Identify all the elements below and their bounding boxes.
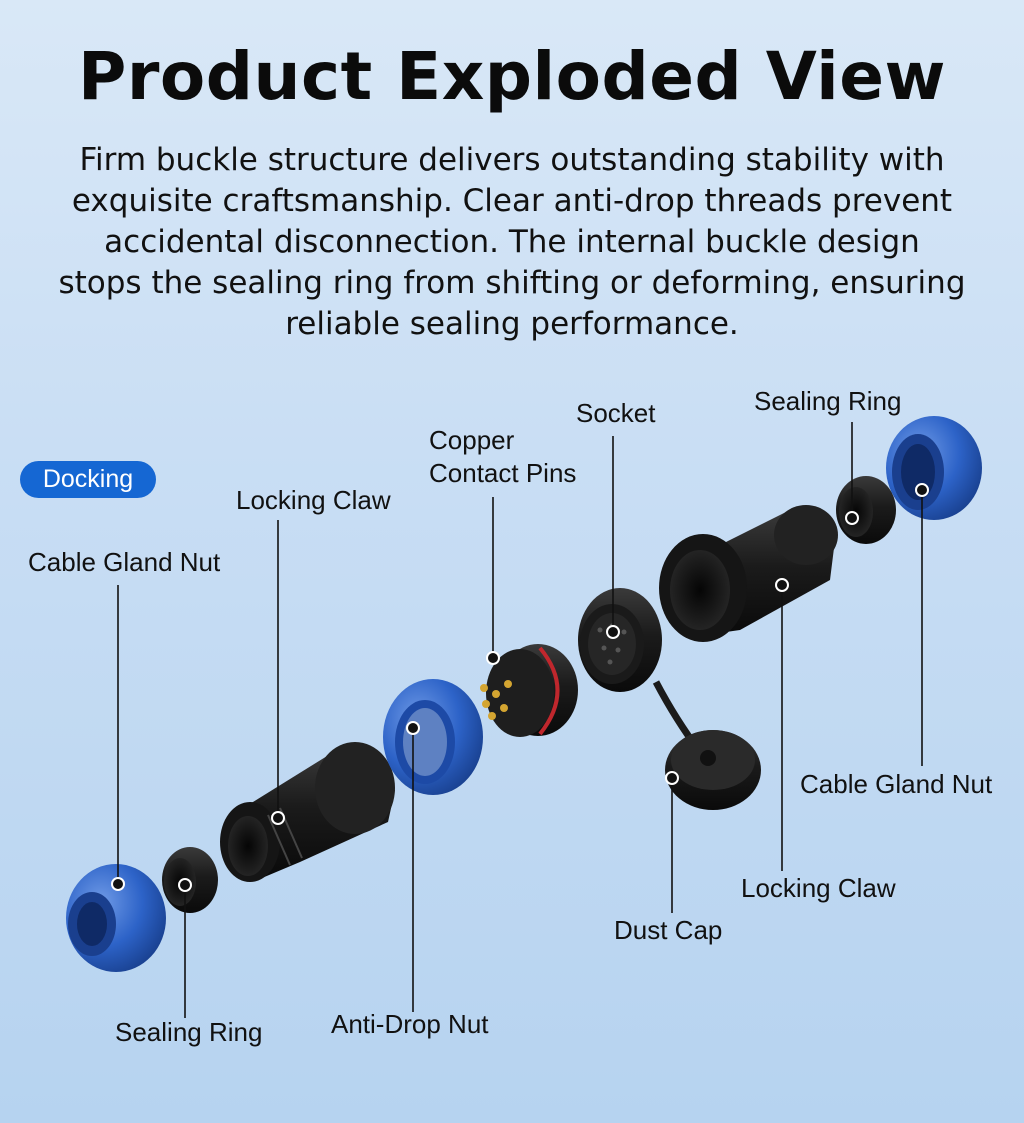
- description-line: accidental disconnection. The internal b…: [104, 224, 920, 260]
- dot-dust-cap: [665, 771, 679, 785]
- dot-locking-claw-right: [775, 578, 789, 592]
- description-line: Firm buckle structure delivers outstandi…: [79, 142, 945, 178]
- sealing-ring-right-part: [836, 476, 896, 544]
- label-copper-contact-pins-line1: Copper: [429, 425, 515, 455]
- docking-badge: Docking: [20, 461, 156, 498]
- description-line: reliable sealing performance.: [285, 306, 739, 342]
- dot-anti-drop-nut: [406, 721, 420, 735]
- dot-sealing-ring-right: [845, 511, 859, 525]
- dust-cap-part: [652, 680, 761, 810]
- label-locking-claw-right: Locking Claw: [741, 873, 896, 903]
- dot-copper-contact-pins: [486, 651, 500, 665]
- dot-locking-claw-left: [271, 811, 285, 825]
- dot-cable-gland-nut-right: [915, 483, 929, 497]
- dot-sealing-ring-left: [178, 878, 192, 892]
- cable-gland-nut-right-part: [886, 416, 982, 520]
- description-line: exquisite craftsmanship. Clear anti-drop…: [71, 183, 953, 219]
- label-anti-drop-nut: Anti-Drop Nut: [331, 1009, 489, 1039]
- description: Firm buckle structure delivers outstandi…: [20, 140, 1004, 345]
- dot-cable-gland-nut-left: [111, 877, 125, 891]
- label-socket: Socket: [576, 398, 656, 428]
- label-sealing-ring-left: Sealing Ring: [115, 1017, 263, 1047]
- socket-part: [578, 588, 662, 692]
- label-sealing-ring-right: Sealing Ring: [754, 386, 902, 416]
- copper-contact-pins-part: [480, 644, 578, 737]
- label-cable-gland-nut-right: Cable Gland Nut: [800, 769, 993, 799]
- dot-socket: [606, 625, 620, 639]
- description-line: stops the sealing ring from shifting or …: [58, 265, 966, 301]
- label-locking-claw-left: Locking Claw: [236, 485, 391, 515]
- label-dust-cap: Dust Cap: [614, 915, 723, 945]
- sealing-ring-left-part: [162, 847, 218, 913]
- anti-drop-nut-part: [383, 679, 483, 795]
- cable-gland-nut-left-part: [66, 864, 166, 972]
- locking-claw-right-part: [659, 505, 838, 642]
- label-cable-gland-nut-left: Cable Gland Nut: [28, 547, 221, 577]
- locking-claw-left-part: [220, 742, 395, 882]
- page-title: Product Exploded View: [77, 38, 947, 115]
- label-copper-contact-pins-line2: Contact Pins: [429, 458, 577, 488]
